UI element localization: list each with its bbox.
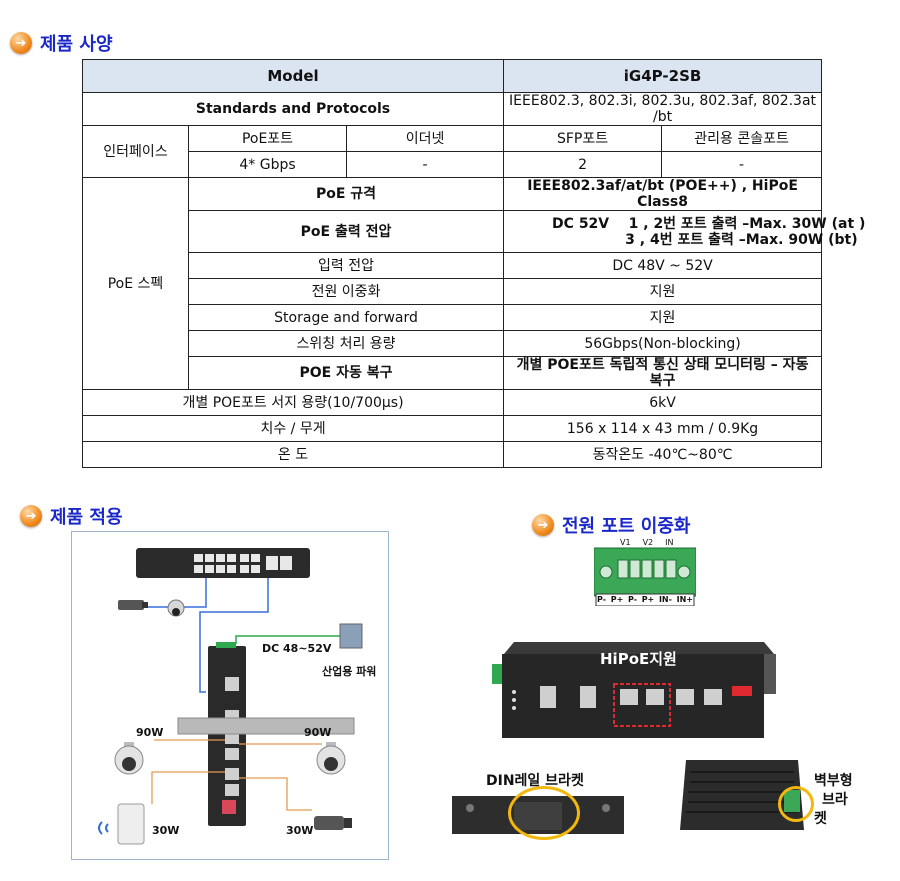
poe-voltage-line2: 3 , 4번 포트 출력 –Max. 90W (bt) [552,231,858,248]
din-rail-icon [177,717,355,735]
model-value: iG4P-2SB [503,59,823,93]
poe-voltage-line1: DC 52V 1 , 2번 포트 출력 –Max. 30W (at ) [552,215,866,232]
interface-col-poe: PoE포트 [188,125,347,152]
application-title-text: 제품 적용 [50,507,123,528]
din-bracket-highlight [508,786,580,840]
interface-col-ethernet: 이더넷 [345,125,505,152]
wall-bracket-line1: 벽부형 [814,773,853,789]
storage-label: Storage and forward [187,304,505,331]
watt-90-right-label: 90W [304,726,332,739]
terminal-pin-2: P+ [610,595,624,604]
arrow-bullet-icon: ➔ [20,505,42,527]
table-row: POE 자동 복구 개별 POE포트 독립적 통신 상태 모니터링 – 자동 복… [83,356,823,390]
interface-col-sfp: SFP포트 [503,125,663,152]
terminal-pin-3: P- [627,595,638,604]
network-switch-icon [136,548,310,578]
terminal-label-v1: V1 [620,538,631,547]
terminal-bottom-labels: P- P+ P- P+ IN- IN+ [597,595,693,604]
poe-spec-label: PoE 스펙 [82,177,189,390]
ptz-camera-left-icon [114,742,144,775]
spec-table: Model iG4P-2SB Standards and Protocols I… [81,59,866,468]
application-diagram-svg [98,548,363,845]
table-row: PoE 출력 전압 DC 52V 1 , 2번 포트 출력 –Max. 30W … [83,210,866,253]
ptz-camera-right-icon [316,742,346,775]
power-title-text: 전원 포트 이중화 [562,516,691,537]
table-row: 스위칭 처리 용량 56Gbps(Non-blocking) [83,330,823,357]
wireless-ap-icon [98,803,145,845]
table-row: 온 도 동작온도 -40℃~80℃ [81,441,823,468]
table-row: 인터페이스 PoE포트 이더넷 SFP포트 관리용 콘솔포트 [82,125,823,178]
interface-val-console: - [661,151,823,178]
interface-col-console: 관리용 콘솔포트 [661,125,823,152]
table-row: 전원 이중화 지원 [83,278,823,305]
din-bracket-label: DIN레일 브라켓 [486,773,584,789]
wall-bracket-line3: 켓 [814,811,827,827]
wall-bracket-line2: 브라 [822,792,848,808]
device-front-svg [492,642,776,738]
terminal-pin-4: P+ [641,595,655,604]
interface-label: 인터페이스 [82,125,189,178]
model-label: Model [81,59,505,93]
bullet-camera-icon [118,600,148,610]
application-diagram: DC 48~52V 산업용 파워 90W 90W 30W 30W [71,531,389,860]
switching-value: 56Gbps(Non-blocking) [503,330,823,357]
dimension-value: 156 x 114 x 43 mm / 0.9Kg [503,415,823,442]
device-front-view: HiPoE지원 [492,634,778,746]
industrial-power-label: 산업용 파워 [322,665,377,678]
surge-label: 개별 POE포트 서지 용량(10/700μs) [81,389,505,416]
input-voltage-label: 입력 전압 [187,252,505,279]
standards-label: Standards and Protocols [81,92,505,126]
temperature-value: 동작온도 -40℃~80℃ [503,441,823,468]
spec-title-text: 제품 사양 [40,34,113,55]
storage-value: 지원 [503,304,823,331]
interface-val-ethernet: - [345,151,505,178]
interface-val-sfp: 2 [503,151,663,178]
application-section-title: ➔ 제품 적용 [20,503,123,529]
terminal-pin-5: IN- [658,595,672,604]
input-voltage-value: DC 48V ~ 52V [503,252,823,279]
recovery-value: 개별 POE포트 독립적 통신 상태 모니터링 – 자동 복구 [503,356,823,390]
switching-label: 스위칭 처리 용량 [187,330,505,357]
table-row: Standards and Protocols IEEE802.3, 802.3… [81,92,823,126]
standards-value: IEEE802.3, 802.3i, 802.3u, 802.3af, 802.… [503,92,823,126]
dome-camera-icon [167,599,185,617]
surge-value: 6kV [503,389,823,416]
terminal-pin-6: IN+ [676,595,693,604]
poe-voltage-label: PoE 출력 전압 [187,210,505,253]
terminal-pin-1: P- [597,595,607,604]
temperature-label: 온 도 [81,441,505,468]
table-row: 4* Gbps - 2 - [83,151,823,178]
arrow-bullet-icon: ➔ [10,32,32,54]
poe-voltage-value: DC 52V 1 , 2번 포트 출력 –Max. 30W (at ) 3 , … [503,210,866,253]
watt-30-left-label: 30W [152,824,180,837]
recovery-label: POE 자동 복구 [187,356,505,390]
table-row: 개별 POE포트 서지 용량(10/700μs) 6kV [81,389,823,416]
poe-standard-value: IEEE802.3af/at/bt (POE++) , HiPoE Class8 [503,177,823,211]
table-row: Model iG4P-2SB [81,59,823,93]
power-supply-icon [339,623,363,649]
table-row: PoE 스펙 PoE 규격 IEEE802.3af/at/bt (POE++) … [82,177,823,390]
table-row: 치수 / 무게 156 x 114 x 43 mm / 0.9Kg [81,415,823,442]
watt-90-left-label: 90W [136,726,164,739]
redundancy-value: 지원 [503,278,823,305]
terminal-label-in: IN [665,538,674,547]
wall-bracket-label: 벽부형 브라 켓 [814,772,853,829]
power-section-title: ➔ 전원 포트 이중화 [532,512,690,538]
terminal-top-labels: V1 V2 IN [620,538,673,547]
arrow-bullet-icon: ➔ [532,514,554,536]
dc-voltage-label: DC 48~52V [262,642,332,655]
box-camera-icon [314,816,352,830]
table-row: Storage and forward 지원 [83,304,823,331]
terminal-label-v2: V2 [642,538,654,547]
terminal-block: V1 V2 IN P- P+ P- P+ IN- IN+ [593,538,697,607]
hipoe-label: HiPoE지원 [600,650,677,668]
redundancy-label: 전원 이중화 [187,278,505,305]
interface-val-poe: 4* Gbps [188,151,347,178]
wall-bracket-highlight [778,786,814,822]
poe-standard-label: PoE 규격 [187,177,505,211]
table-row: 입력 전압 DC 48V ~ 52V [83,252,823,279]
watt-30-right-label: 30W [286,824,314,837]
dimension-label: 치수 / 무게 [81,415,505,442]
spec-section-title: ➔ 제품 사양 [10,30,113,56]
